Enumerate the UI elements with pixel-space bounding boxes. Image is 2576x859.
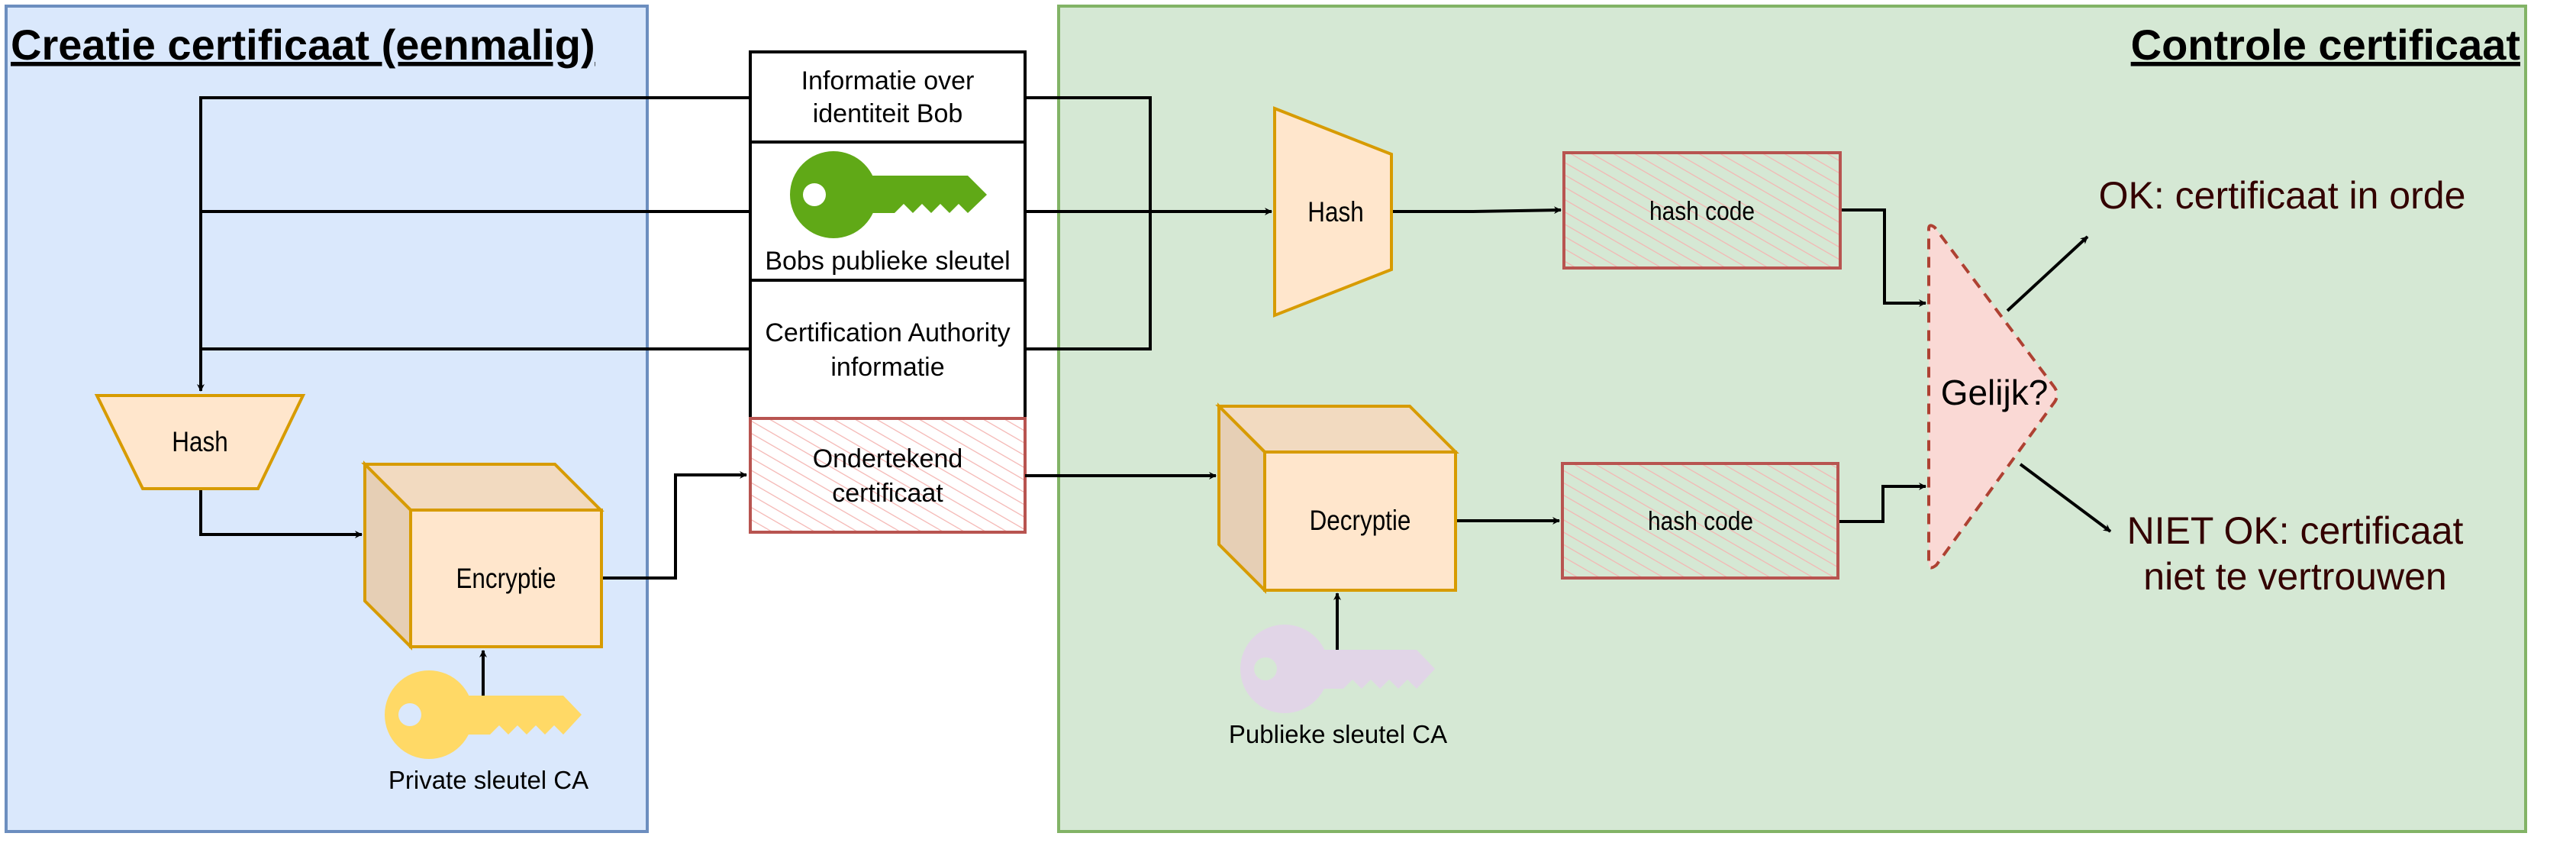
- creation-connectors: [197, 96, 750, 696]
- connector-compare-to-not-ok: [2019, 463, 2112, 533]
- control-hash-node: Hash: [1273, 106, 1393, 318]
- signed-line2: certificaat: [832, 479, 943, 508]
- hash-code-top: hash code: [1562, 151, 1842, 270]
- connector-hash-to-hashcode: [1391, 206, 1562, 215]
- creation-panel-title: Creatie certificaat (eenmalig): [11, 21, 595, 69]
- private-key-label: Private sleutel CA: [388, 766, 588, 794]
- connector-identity-to-hash: [197, 96, 750, 392]
- certificate-row-identity: [749, 50, 1027, 144]
- identity-line1: Informatie over: [801, 66, 975, 95]
- ca-info-line1: Certification Authority: [765, 318, 1010, 347]
- connector-hash-to-encrypt: [199, 489, 363, 538]
- decrypt-label: Decryptie: [1310, 505, 1411, 537]
- private-key-icon: [385, 670, 582, 759]
- certificate-stack: Informatie over identiteit Bob Bobs publ…: [749, 50, 1027, 534]
- connector-encrypt-to-signed: [601, 471, 747, 580]
- bob-public-key-icon: [790, 151, 987, 238]
- identity-line2: identiteit Bob: [813, 99, 963, 128]
- connector-identity-to-bus: [1025, 96, 1152, 350]
- ok-result-text: OK: certificaat in orde: [2099, 174, 2466, 217]
- not-ok-result-line2: niet te vertrouwen: [2143, 555, 2446, 598]
- control-hash-label: Hash: [1307, 197, 1363, 228]
- creation-hash-label: Hash: [172, 427, 227, 458]
- bob-key-label: Bobs publieke sleutel: [765, 247, 1010, 276]
- hash-code-top-label: hash code: [1649, 196, 1755, 225]
- public-ca-key-label: Publieke sleutel CA: [1229, 720, 1447, 748]
- connector-hashcode-top-to-compare: [1840, 208, 1926, 307]
- ca-info-line2: informatie: [830, 353, 944, 382]
- connector-compare-to-ok: [2006, 235, 2089, 312]
- signed-certificate-hatch: [749, 417, 1027, 534]
- signed-line1: Ondertekend: [813, 444, 963, 473]
- compare-label: Gelijk?: [1941, 373, 2049, 412]
- connector-hashcode-bottom-to-compare: [1838, 483, 1926, 523]
- decrypt-node: Decryptie: [1215, 402, 1459, 594]
- compare-node: Gelijk?: [1927, 224, 2059, 570]
- public-ca-key-icon: [1240, 625, 1435, 713]
- encrypt-node: Encryptie: [361, 460, 605, 651]
- encrypt-label: Encryptie: [456, 564, 556, 595]
- hash-code-bottom: hash code: [1561, 462, 1839, 580]
- control-connectors: [1025, 96, 2112, 651]
- creation-hash-node: Hash: [94, 394, 306, 490]
- hash-code-bottom-label: hash code: [1648, 506, 1753, 535]
- not-ok-result-line1: NIET OK: certificaat: [2127, 509, 2464, 552]
- certificate-row-ca-info: [749, 279, 1027, 420]
- control-panel-title: Controle certificaat: [2131, 21, 2520, 69]
